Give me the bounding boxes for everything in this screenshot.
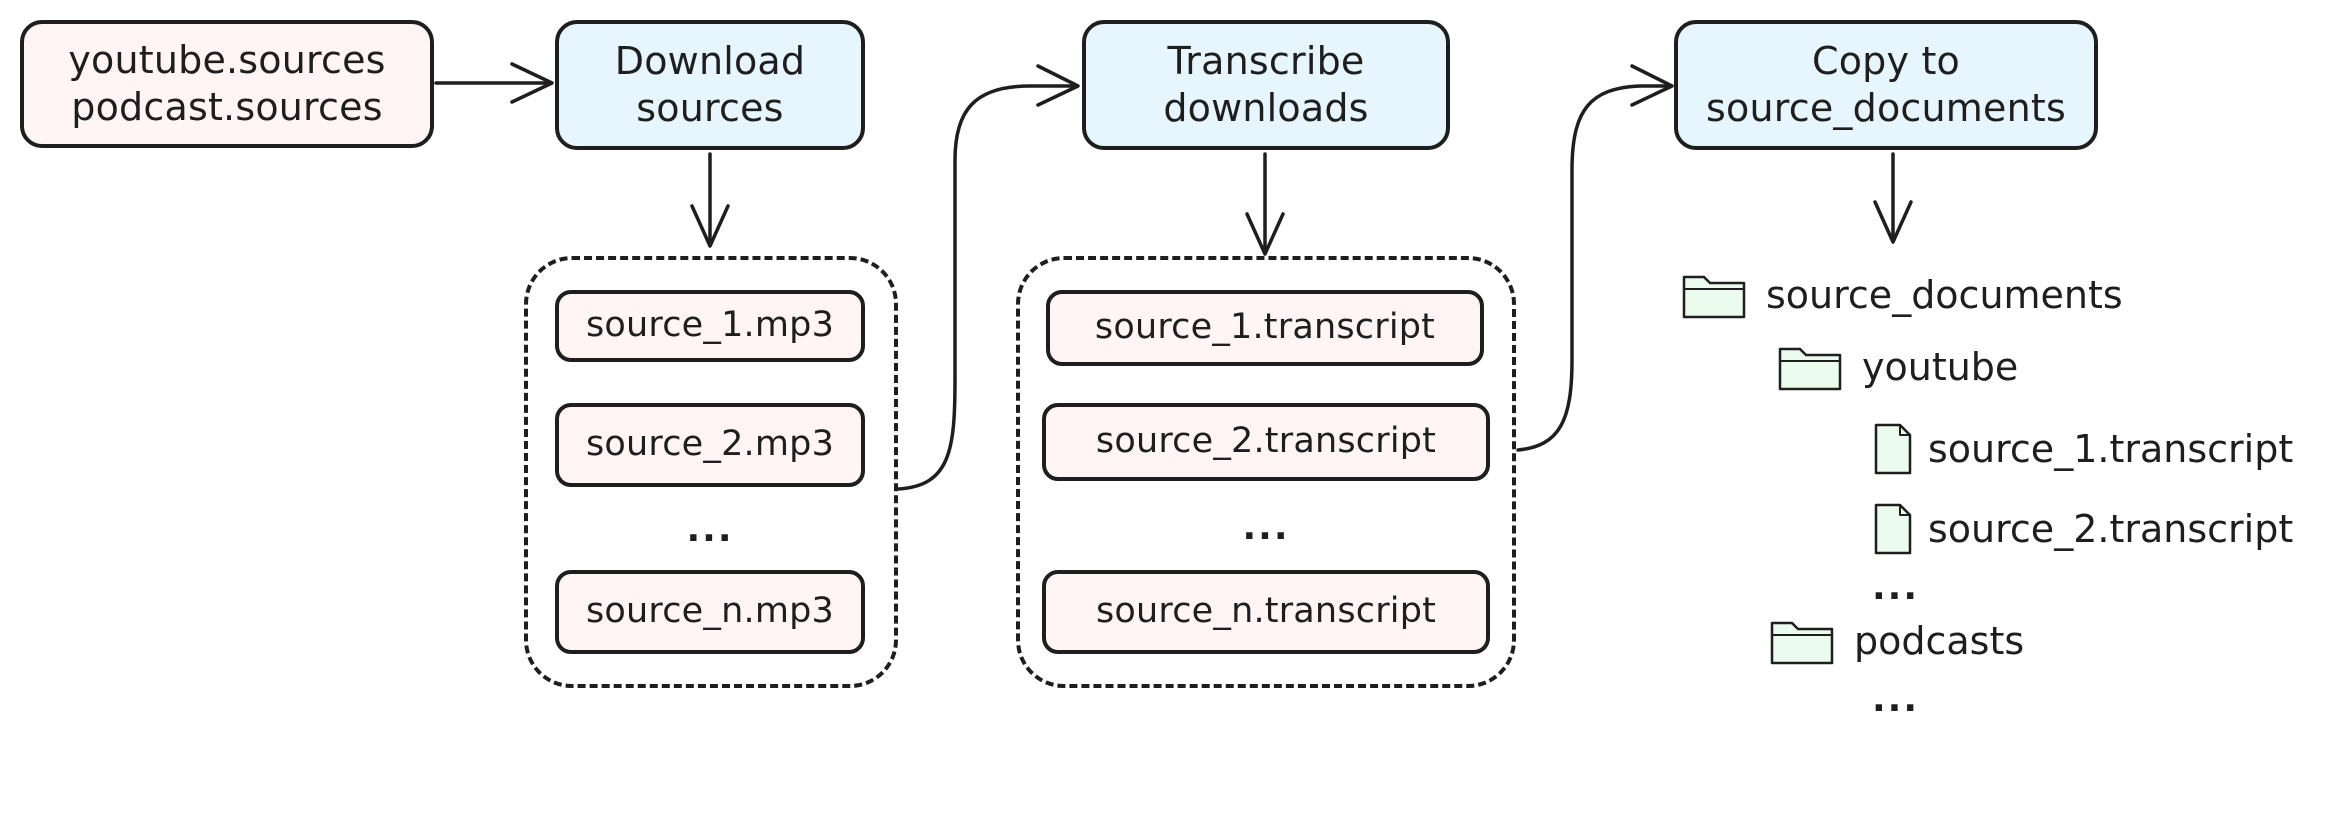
mp3-file-2-label: source_2.mp3 xyxy=(585,424,835,465)
mp3-file-2: source_2.mp3 xyxy=(555,403,865,487)
arrow-copy-to-tree xyxy=(1873,152,1913,244)
tree-root-label: source_documents xyxy=(1766,273,2123,317)
mp3-files-ellipsis: ... xyxy=(686,509,734,550)
tree-folder-source-documents: source_documents xyxy=(1680,268,2123,322)
mp3-file-1: source_1.mp3 xyxy=(555,290,865,362)
tree-youtube-file-1-label: source_1.transcript xyxy=(1928,427,2294,471)
folder-icon xyxy=(1770,621,1834,665)
file-icon xyxy=(1874,423,1912,475)
arrow-mp3-to-transcribe xyxy=(896,64,1080,491)
download-step-line1: Download xyxy=(614,38,806,83)
copy-step-line1: Copy to xyxy=(1811,38,1960,83)
transcribe-step-line1: Transcribe xyxy=(1167,38,1365,83)
transcribe-downloads-step: Transcribe downloads xyxy=(1082,20,1450,150)
copy-to-source-documents-step: Copy to source_documents xyxy=(1674,20,2098,150)
transcribe-step-line2: downloads xyxy=(1163,86,1369,130)
tree-file-youtube-1: source_1.transcript xyxy=(1872,422,2293,476)
download-sources-step: Download sources xyxy=(555,20,865,150)
file-icon xyxy=(1874,503,1912,555)
transcript-file-1-label: source_1.transcript xyxy=(1094,307,1436,348)
podcast-sources-label: podcast.sources xyxy=(71,85,383,129)
youtube-sources-label: youtube.sources xyxy=(68,37,386,82)
tree-youtube-ellipsis: ... xyxy=(1872,567,1920,608)
tree-youtube-label: youtube xyxy=(1862,345,2019,389)
transcript-file-1: source_1.transcript xyxy=(1046,290,1484,366)
transcript-file-2-label: source_2.transcript xyxy=(1095,421,1437,462)
source-lists-box: youtube.sources podcast.sources xyxy=(20,20,434,148)
tree-podcasts-ellipsis: ... xyxy=(1872,679,1920,720)
mp3-file-1-label: source_1.mp3 xyxy=(585,305,835,346)
mp3-file-n-label: source_n.mp3 xyxy=(585,591,834,632)
download-step-line2: sources xyxy=(636,86,784,130)
tree-file-youtube-2: source_2.transcript xyxy=(1872,502,2293,556)
arrow-sources-to-download xyxy=(434,62,554,104)
folder-icon xyxy=(1682,275,1746,319)
tree-podcasts-label: podcasts xyxy=(1854,619,2025,663)
arrow-download-to-mp3 xyxy=(690,152,730,248)
tree-youtube-file-2-label: source_2.transcript xyxy=(1928,507,2294,551)
copy-step-line2: source_documents xyxy=(1706,86,2066,130)
transcript-files-ellipsis: ... xyxy=(1242,507,1290,548)
transcript-file-2: source_2.transcript xyxy=(1042,403,1490,481)
arrow-transcribe-to-transcripts xyxy=(1245,152,1285,256)
tree-folder-youtube: youtube xyxy=(1776,340,2018,394)
tree-folder-podcasts: podcasts xyxy=(1768,614,2024,668)
arrow-transcripts-to-copy xyxy=(1516,64,1674,452)
transcript-files-group xyxy=(1016,256,1516,688)
transcript-file-n-label: source_n.transcript xyxy=(1095,591,1437,632)
transcript-file-n: source_n.transcript xyxy=(1042,570,1490,654)
mp3-file-n: source_n.mp3 xyxy=(555,570,865,654)
folder-icon xyxy=(1778,347,1842,391)
mp3-files-group xyxy=(524,256,898,688)
